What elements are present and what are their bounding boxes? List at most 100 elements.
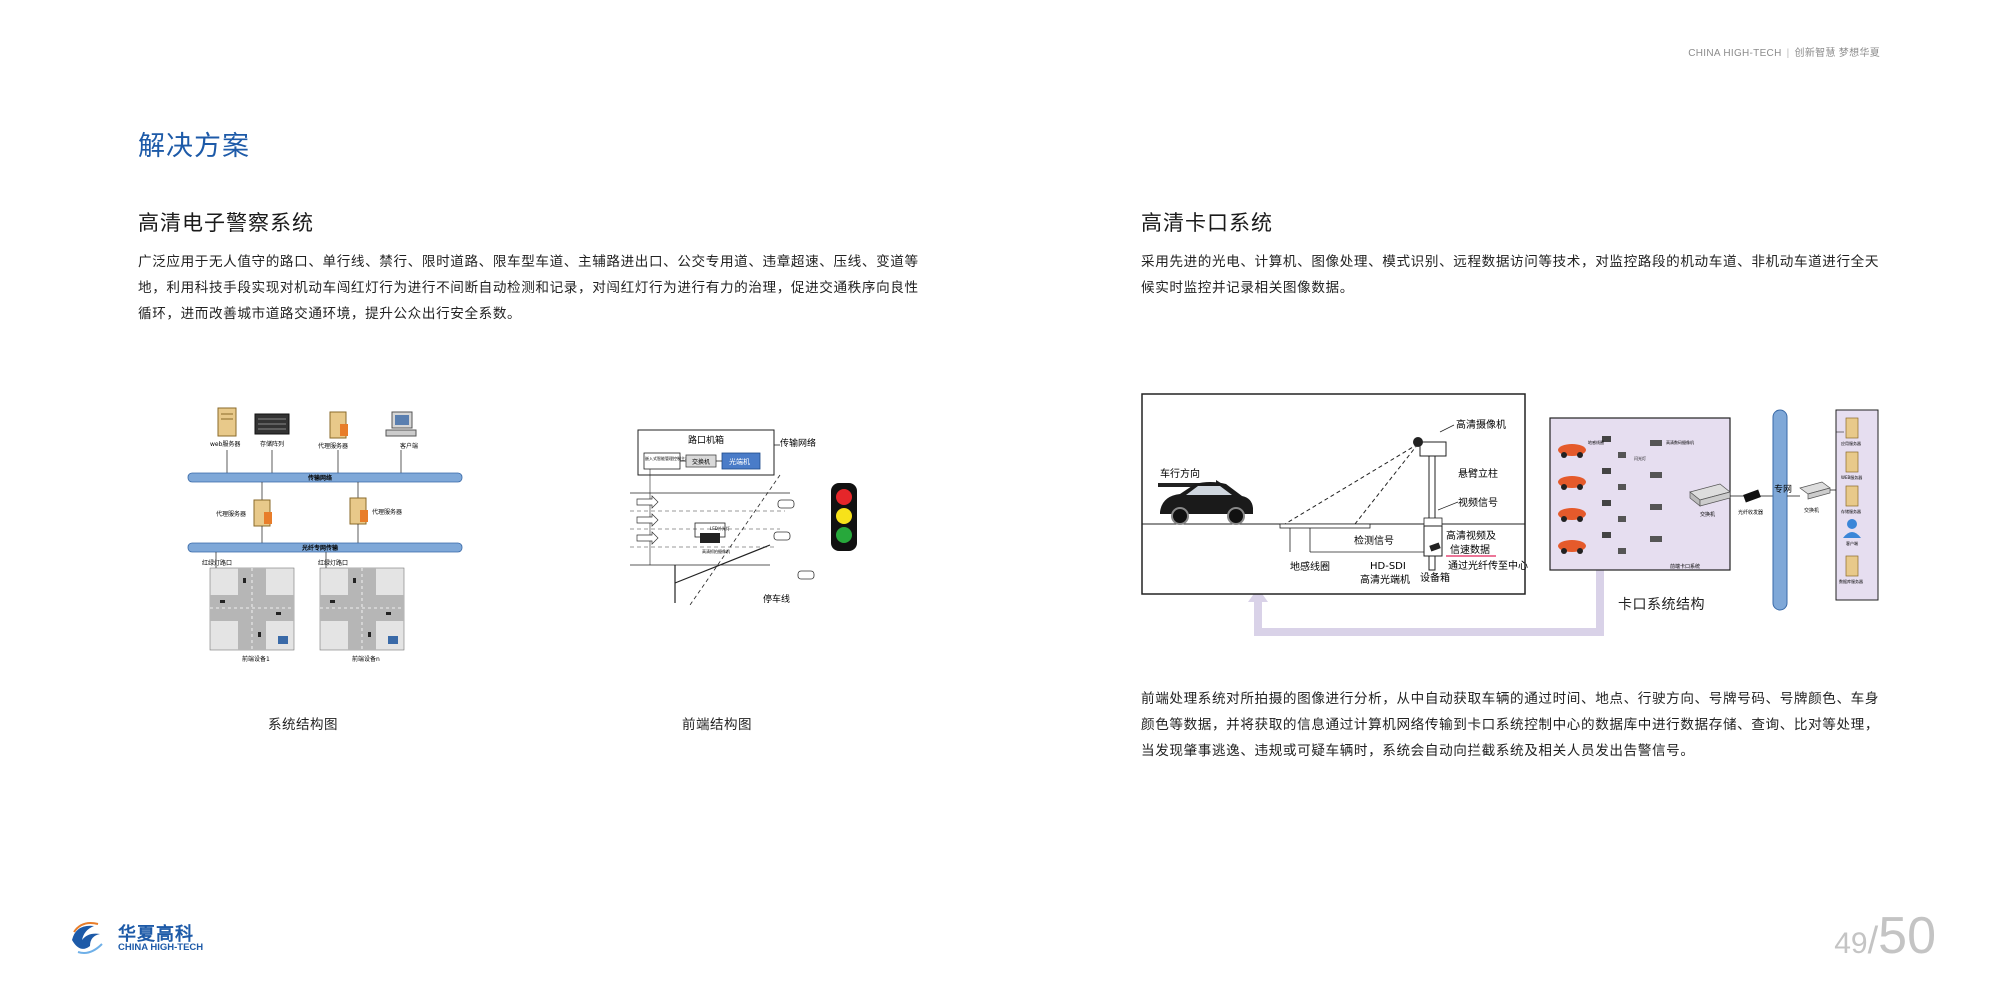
page-title: 解决方案 — [138, 131, 250, 162]
hd-video-line2: 信速数据 — [1450, 543, 1490, 556]
center-switch-label: 交换机 — [1804, 507, 1819, 514]
host-label: 嵌入式智能管理控制主机 — [645, 455, 689, 461]
logo-text-cn: 华夏高科 — [118, 924, 194, 945]
dedicated-network-label: 专网 — [1774, 483, 1792, 495]
device-a-label: 前端设备1 — [242, 655, 270, 663]
direction-label: 车行方向 — [1160, 467, 1200, 480]
transport-network-label: 传输网络 — [307, 474, 332, 482]
direction-arrow-icon — [1158, 480, 1224, 490]
lane-row-3 — [1558, 500, 1662, 522]
network-label: 传输网络 — [780, 437, 816, 449]
system-structure-diagram: web服务器 存储阵列 代理服务器 客户端 传输网络 代理服务器 代理服务器 光… — [187, 407, 463, 663]
lane-row-1 — [1558, 436, 1662, 458]
optical-label: 光端机 — [729, 457, 750, 466]
section-paragraph-processing: 前端处理系统对所拍摄的图像进行分析，从中自动获取车辆的通过时间、地点、行驶方向、… — [1141, 691, 1880, 759]
section-paragraph-checkpoint: 采用先进的光电、计算机、图像处理、模式识别、远程数据访问等技术，对监控路段的机动… — [1141, 254, 1880, 296]
front-switch-icon — [1689, 483, 1731, 507]
device-b-label: 前端设备n — [352, 655, 380, 663]
lane-arrow-icon — [636, 513, 659, 527]
led-light-label: LED补光灯 — [710, 525, 730, 531]
coil-label: 地感线圈 — [1290, 560, 1330, 573]
app-server-label: 应用服务器 — [1841, 440, 1861, 446]
traffic-light-icon — [831, 483, 857, 551]
proxy-server-top-label: 代理服务器 — [318, 442, 348, 450]
video-signal-label: 视频信号 — [1458, 496, 1498, 509]
diagram1-caption: 系统结构图 — [268, 717, 338, 733]
car-icon — [777, 499, 795, 509]
page-current: 49 — [1834, 927, 1868, 960]
logo-text-en: CHINA HIGH-TECH — [118, 942, 204, 953]
section-paragraph-epolice: 广泛应用于无人值守的路口、单行线、禁行、限时道路、限车型车道、主辅路进出口、公交… — [138, 254, 919, 322]
web-server-label: WEB服务器 — [1841, 474, 1862, 480]
web-server-label: web服务器 — [210, 440, 240, 448]
proxy-server-b-icon — [349, 497, 368, 525]
return-line — [1254, 570, 1604, 636]
lane-row-4 — [1558, 532, 1662, 554]
hd-camera-label: 高清摄像机 — [1456, 418, 1506, 431]
car-icon — [773, 531, 791, 541]
section-title-checkpoint: 高清卡口系统 — [1141, 211, 1273, 235]
stop-line-label: 停车线 — [763, 593, 790, 605]
car-icon — [797, 570, 815, 580]
transport-network-bus — [187, 472, 463, 483]
center-switch-icon — [1799, 481, 1831, 500]
lane-arrow-icon — [636, 495, 659, 509]
db-server-label: 数据库服务器 — [1839, 578, 1863, 584]
hdsdi-line2: 高清光端机 — [1360, 573, 1410, 586]
optical-tx-label: 光纤收发器 — [1738, 509, 1763, 516]
junction-a-map — [209, 567, 295, 651]
storage-array-icon — [254, 413, 290, 435]
junction-b-label: 红绿灯路口 — [318, 559, 348, 567]
client-label: 客户端 — [400, 442, 418, 450]
fiber-network-bus — [187, 542, 463, 553]
page-slash: / — [1867, 920, 1879, 962]
lane-row-2 — [1558, 468, 1662, 490]
camera-housing-icon — [1419, 441, 1447, 457]
fiber-to-center-label: 通过光纤传至中心 — [1448, 559, 1528, 572]
hd-camera-small-label: 高清数码摄像机 — [1666, 439, 1694, 445]
car-icon — [1160, 482, 1253, 525]
proxy-server-a-icon — [253, 499, 272, 527]
proxy-server-b-label: 代理服务器 — [372, 508, 402, 516]
client-label: 客户端 — [1846, 540, 1858, 546]
switch-label: 交换机 — [692, 458, 710, 466]
header-brand: CHINA HIGH-TECH | 创新智慧 梦想华夏 — [1688, 44, 1880, 59]
section-title-epolice: 高清电子警察系统 — [138, 211, 314, 235]
hd-camera-label: 高清抓拍摄像机 — [702, 548, 730, 554]
storage-array-label: 存储阵列 — [260, 440, 284, 448]
optical-tx-icon — [1743, 489, 1761, 503]
hd-video-line1: 高清视频及 — [1446, 529, 1496, 542]
proxy-server-top-icon — [329, 411, 348, 439]
fiber-network-label: 光纤专网传输 — [301, 544, 339, 552]
junction-b-map — [319, 567, 405, 651]
frontend-structure-diagram: 路口机箱 嵌入式智能管理控制主机 交换机 光端机 传输网络 LED补光灯 高清抓… — [630, 429, 857, 606]
web-server-icon — [217, 407, 237, 437]
logo-swirl-icon — [72, 922, 103, 954]
flash-label: 闪光灯 — [1634, 455, 1646, 461]
proxy-server-a-label: 代理服务器 — [216, 510, 246, 518]
storage-server-label: 存储服务器 — [1841, 508, 1861, 514]
lane-arrow-icon — [636, 531, 659, 545]
camera-icon — [700, 533, 720, 543]
storage-server-icon — [1845, 485, 1859, 507]
app-server-icon — [1845, 417, 1859, 439]
web-server-icon — [1845, 451, 1859, 473]
equipment-box — [1423, 525, 1443, 557]
checkpoint-structure-diagram: 车行方向 高清摄像机 悬臂立柱 视频信号 地感线圈 检测信号 高清视频及 信速数… — [1141, 393, 1879, 636]
detect-signal-label: 检测信号 — [1354, 534, 1394, 547]
hdsdi-line1: HD-SDI — [1370, 561, 1406, 572]
detector-label: 地感线圈 — [1588, 439, 1604, 445]
checkpoint-diagram-caption: 卡口系统结构 — [1618, 597, 1705, 613]
cabinet-label: 路口机箱 — [688, 434, 724, 446]
company-logo — [68, 918, 248, 962]
brand-slogan: 创新智慧 梦想华夏 — [1794, 48, 1880, 59]
page-total: 50 — [1878, 907, 1936, 965]
front-system-label: 前端卡口系统 — [1670, 563, 1700, 570]
dedicated-network-pillar — [1772, 409, 1788, 611]
front-switch-label: 交换机 — [1700, 511, 1715, 518]
junction-a-label: 红绿灯路口 — [202, 559, 232, 567]
client-computer-icon — [385, 411, 417, 437]
brand-divider: | — [1786, 48, 1790, 59]
brand-en: CHINA HIGH-TECH — [1688, 48, 1782, 59]
page-number: 49/50 — [1834, 906, 1936, 966]
